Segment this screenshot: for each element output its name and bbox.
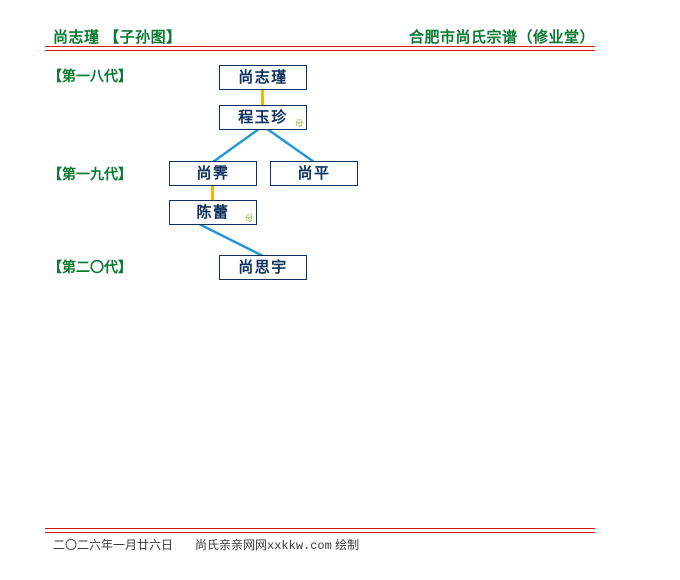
spouse-marker-icon-chenlei: 母 <box>245 214 253 223</box>
child-connector-gen18-to-gen19 <box>211 124 316 164</box>
generation-label-19: 【第一九代】 <box>48 166 132 182</box>
person-name-shangsiyu: 尚思宇 <box>238 259 288 276</box>
person-name-shangji: 尚霁 <box>196 165 230 182</box>
connector-line-to-shangping <box>261 124 316 164</box>
spouse-connector-shangji-chenlei <box>211 185 214 201</box>
spouse-marker-icon-chengyuzhen: 母 <box>295 119 303 128</box>
connector-line-to-shangji <box>211 124 265 164</box>
header-rule-lower <box>45 50 595 51</box>
footer-credit-suffix: 绘制 <box>331 538 360 552</box>
person-box-chengyuzhen[interactable]: 程玉珍 母 <box>219 105 307 130</box>
footer-credit-site: xxkkw.com <box>267 539 332 553</box>
footer-rule-lower <box>45 532 595 533</box>
footer-date: 二〇二六年一月廿六日 <box>53 538 174 552</box>
person-box-shangping[interactable]: 尚平 <box>270 161 358 186</box>
footer-credit: 尚氏亲亲网网xxkkw.com 绘制 <box>195 536 359 553</box>
person-box-shangji[interactable]: 尚霁 <box>169 161 257 186</box>
header-left-title: 尚志瑾 【子孙图】 <box>53 29 182 46</box>
chart-footer: 二〇二六年一月廿六日 尚氏亲亲网网xxkkw.com 绘制 <box>45 536 595 556</box>
child-connector-gen19-to-gen20 <box>193 220 265 258</box>
person-box-chenlei[interactable]: 陈蕾 母 <box>169 200 257 225</box>
connector-line-to-shangsiyu <box>193 220 265 258</box>
footer-rule-upper <box>45 528 595 529</box>
spouse-connector-shangzhijin-chengyuzhen <box>261 89 264 106</box>
person-name-shangzhijin: 尚志瑾 <box>238 69 288 86</box>
person-box-shangzhijin[interactable]: 尚志瑾 <box>219 65 307 90</box>
person-name-shangping: 尚平 <box>297 165 331 182</box>
footer-credit-prefix: 尚氏亲亲网网 <box>195 538 268 552</box>
generation-label-18: 【第一八代】 <box>48 68 132 84</box>
person-name-chengyuzhen: 程玉珍 <box>238 109 288 126</box>
header-right-title: 合肥市尚氏宗谱（修业堂） <box>408 29 595 46</box>
person-name-chenlei: 陈蕾 <box>196 204 230 221</box>
person-box-shangsiyu[interactable]: 尚思宇 <box>219 255 307 280</box>
header-rule-upper <box>45 46 595 47</box>
generation-label-20: 【第二〇代】 <box>48 259 132 275</box>
chart-header: 尚志瑾 【子孙图】 合肥市尚氏宗谱（修业堂） <box>45 26 595 48</box>
